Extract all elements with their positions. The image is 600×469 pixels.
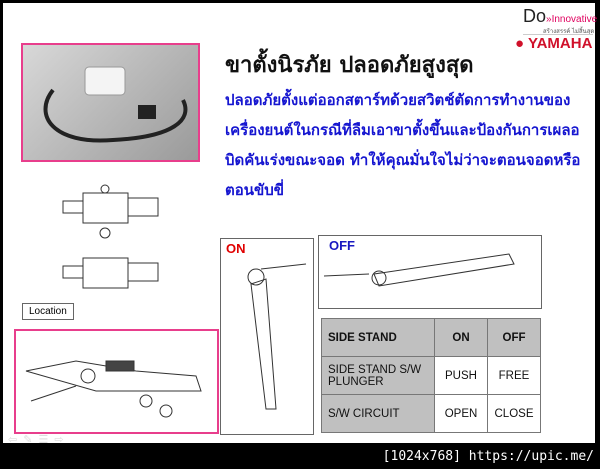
row-label: S/W CIRCUIT bbox=[321, 394, 435, 433]
switch-diagram bbox=[62, 184, 159, 289]
back-arrow-icon[interactable]: ⇦ bbox=[8, 434, 24, 446]
table-row: S/W CIRCUIT OPEN CLOSE bbox=[321, 394, 541, 433]
do-innovative-logo: Do»Innovative bbox=[523, 6, 598, 26]
side-stand-table: SIDE STAND ON OFF SIDE STAND S/W PLUNGER… bbox=[321, 318, 541, 433]
off-label: OFF bbox=[329, 238, 355, 253]
cell-off: FREE bbox=[487, 356, 541, 395]
table-header-row: SIDE STAND ON OFF bbox=[321, 318, 541, 357]
slide-title: ขาตั้งนิรภัย ปลอดภัยสูงสุด bbox=[225, 52, 474, 78]
header-on: ON bbox=[434, 318, 488, 357]
on-label: ON bbox=[226, 241, 246, 256]
switch-image bbox=[43, 66, 188, 143]
side-stand-location-image bbox=[25, 360, 202, 418]
side-stand-on-image bbox=[247, 263, 307, 410]
side-stand-off-image bbox=[323, 253, 515, 287]
off-position-panel: OFF bbox=[318, 235, 542, 309]
header-side-stand: SIDE STAND bbox=[321, 318, 435, 357]
watermark: [1024x768] https://upic.me/ bbox=[382, 449, 594, 464]
location-label: Location bbox=[22, 303, 74, 320]
on-position-panel: ON bbox=[220, 238, 314, 435]
header-off: OFF bbox=[487, 318, 541, 357]
cell-on: OPEN bbox=[434, 394, 488, 433]
slide: Do»Innovative สร้างสรรค์ ไม่สิ้นสุด ● YA… bbox=[3, 3, 598, 446]
logo-divider bbox=[523, 34, 593, 35]
pen-icon[interactable]: ✎ bbox=[23, 434, 39, 446]
switch-photo bbox=[21, 43, 200, 162]
cell-on: PUSH bbox=[434, 356, 488, 395]
table-row: SIDE STAND S/W PLUNGER PUSH FREE bbox=[321, 356, 541, 395]
menu-icon[interactable]: ☰ bbox=[38, 434, 55, 446]
logo-subtitle: สร้างสรรค์ ไม่สิ้นสุด bbox=[543, 29, 595, 35]
slide-body-text: ปลอดภัยตั้งแต่ออกสตาร์ทด้วยสวิตช์ตัดการท… bbox=[225, 91, 581, 199]
yamaha-logo: ● YAMAHA bbox=[515, 35, 593, 52]
cell-off: CLOSE bbox=[487, 394, 541, 433]
row-label: SIDE STAND S/W PLUNGER bbox=[321, 356, 435, 395]
location-diagram bbox=[14, 329, 219, 434]
forward-arrow-icon[interactable]: ⇨ bbox=[54, 434, 70, 446]
slideshow-toolbar[interactable]: ⇦✎☰⇨ bbox=[8, 433, 70, 446]
